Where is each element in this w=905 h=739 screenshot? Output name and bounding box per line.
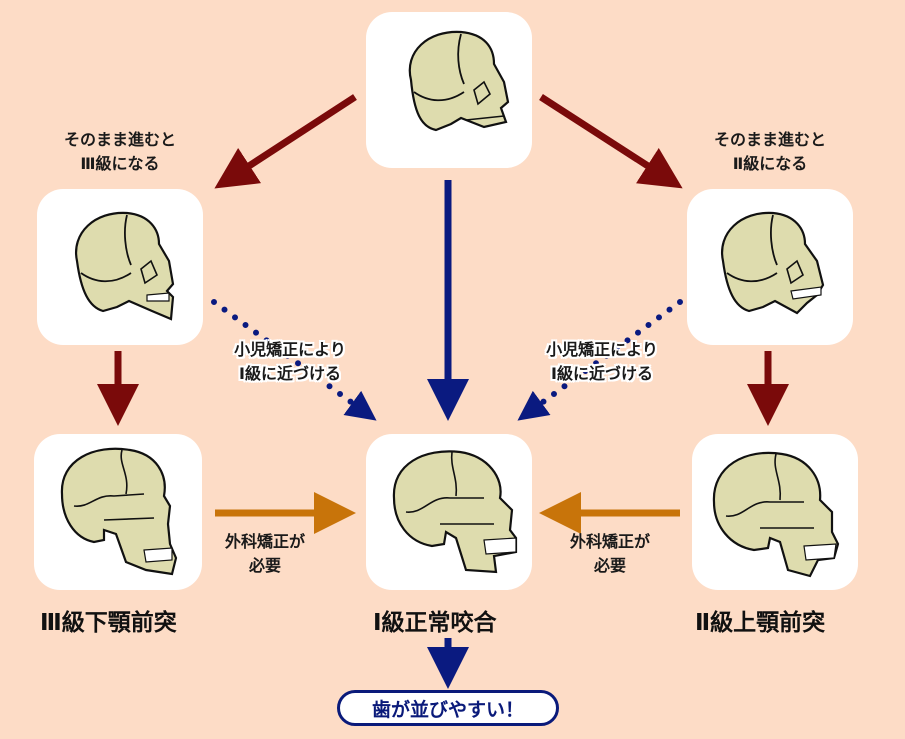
note-line: 小児矯正により (234, 340, 346, 359)
note-line: 必要 (248, 556, 281, 575)
note-left-progression: そのまま進むと Ⅲ級になる (40, 128, 200, 176)
arrow-orthodontic-left (211, 299, 377, 421)
note-left-surgical: 外科矯正が 必要 (205, 530, 325, 578)
adult-skull-underbite-icon (60, 447, 178, 576)
adult-class1-skull-card (366, 434, 532, 590)
label-class1: Ⅰ級正常咬合 (373, 610, 497, 636)
infant-skull-icon (408, 30, 510, 132)
adult-skull-overbite-icon (712, 451, 840, 578)
label-class3: Ⅲ級下顎前突 (40, 610, 177, 636)
child-class2-skull-card (687, 189, 853, 345)
infant-skull-card (366, 12, 532, 168)
adult-class3-skull-card (34, 434, 202, 590)
adult-skull-normal-icon (392, 450, 518, 574)
note-line: Ⅰ級に近づける (551, 364, 653, 383)
child-skull-underbite-icon (74, 211, 175, 321)
note-line: 外科矯正が (224, 532, 305, 551)
note-right-progression: そのまま進むと Ⅱ級になる (690, 128, 850, 176)
result-badge: 歯が並びやすい！ (337, 690, 559, 726)
arrow-orthodontic-right (517, 299, 683, 421)
child-class3-skull-card (37, 189, 203, 345)
note-left-orthodontic: 小児矯正により Ⅰ級に近づける (210, 338, 370, 386)
note-line: 必要 (593, 556, 626, 575)
note-line: Ⅰ級に近づける (239, 364, 341, 383)
note-line: 小児矯正により (546, 340, 658, 359)
note-right-orthodontic: 小児矯正により Ⅰ級に近づける (522, 338, 682, 386)
adult-class2-skull-card (692, 434, 858, 590)
arrow-infant-to-class2-child (539, 94, 683, 189)
arrow-infant-to-class3-child (214, 94, 357, 189)
label-class2: Ⅱ級上顎前突 (695, 610, 826, 636)
note-line: Ⅲ級になる (80, 154, 160, 173)
note-line: そのまま進むと (63, 130, 176, 149)
note-line: 外科矯正が (569, 532, 650, 551)
note-line: そのまま進むと (713, 130, 826, 149)
result-label: 歯が並びやすい！ (371, 698, 524, 721)
note-right-surgical: 外科矯正が 必要 (550, 530, 670, 578)
note-line: Ⅱ級になる (732, 154, 808, 173)
child-skull-overbite-icon (720, 211, 825, 315)
